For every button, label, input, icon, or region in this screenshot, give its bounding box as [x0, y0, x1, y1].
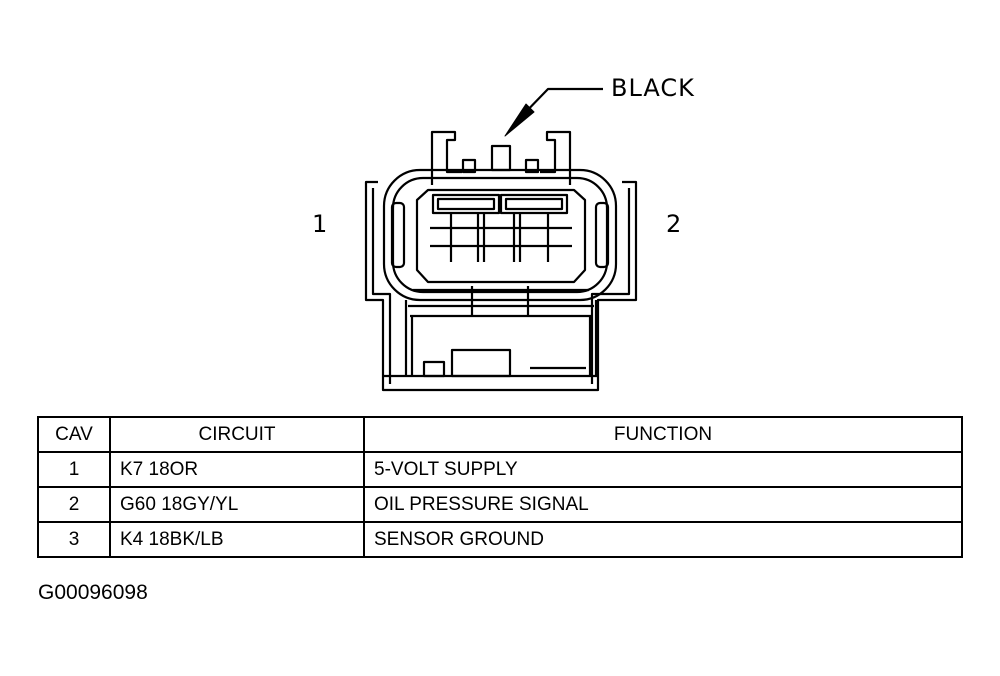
- left-small-post: [461, 158, 477, 174]
- connector-shell-inner-line: [371, 188, 392, 384]
- cav-cell: 1: [37, 451, 111, 488]
- bottom-left-pad: [422, 360, 446, 378]
- right-small-post: [524, 158, 540, 174]
- header-cav: CAV: [37, 416, 111, 453]
- right-side-latch: [594, 201, 610, 269]
- left-locking-tab: [430, 130, 462, 185]
- header-circuit: CIRCUIT: [109, 416, 365, 453]
- right-locking-tab: [540, 130, 572, 185]
- callout-arrow: [504, 103, 535, 137]
- cav-cell: 2: [37, 486, 111, 523]
- terminal-face: [415, 188, 587, 284]
- pinout-table: CAV CIRCUIT FUNCTION 1 K7 18OR 5-VOLT SU…: [37, 416, 963, 558]
- function-cell: 5-VOLT SUPPLY: [363, 451, 963, 488]
- terminal-window-right: [499, 193, 569, 215]
- cav-cell: 3: [37, 521, 111, 558]
- connector-diagram: BLACK 1 2: [312, 74, 695, 392]
- circuit-cell: K4 18BK/LB: [109, 521, 365, 558]
- circuit-cell: G60 18GY/YL: [109, 486, 365, 523]
- cavity-2-label: 2: [666, 210, 682, 238]
- table-row: 1 K7 18OR 5-VOLT SUPPLY: [37, 451, 963, 488]
- connector-color-label: BLACK: [611, 74, 695, 102]
- bottom-release-tab: [450, 348, 512, 378]
- center-key-post: [490, 144, 512, 172]
- cavity-1-label: 1: [312, 210, 328, 238]
- callout-leader-line: [517, 87, 603, 121]
- function-cell: SENSOR GROUND: [363, 521, 963, 558]
- function-cell: OIL PRESSURE SIGNAL: [363, 486, 963, 523]
- connector-outer-shell: [364, 180, 638, 392]
- connector-drawing: [364, 87, 638, 392]
- table-row: 3 K4 18BK/LB SENSOR GROUND: [37, 521, 963, 558]
- circuit-cell: K7 18OR: [109, 451, 365, 488]
- table-row: 2 G60 18GY/YL OIL PRESSURE SIGNAL: [37, 486, 963, 523]
- connector-frame: [382, 168, 618, 302]
- terminal-window-left: [431, 193, 501, 215]
- header-function: FUNCTION: [363, 416, 963, 453]
- figure-id: G00096098: [38, 581, 148, 604]
- left-side-latch: [390, 201, 406, 269]
- table-header-row: CAV CIRCUIT FUNCTION: [37, 416, 963, 453]
